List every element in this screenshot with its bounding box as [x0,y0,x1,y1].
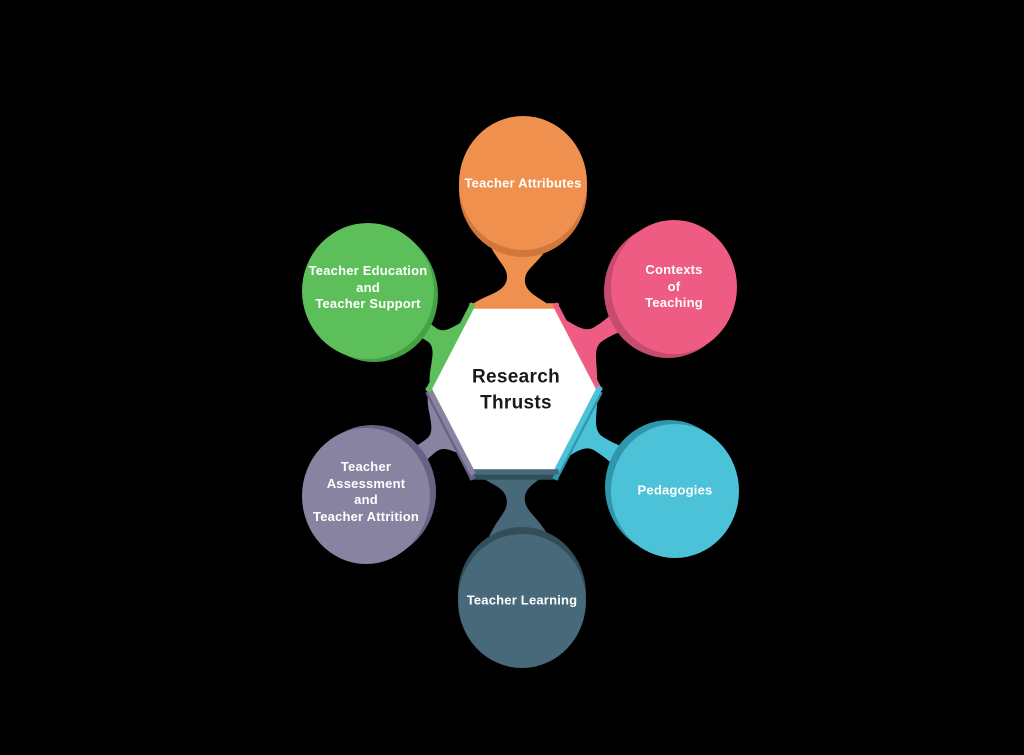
node-ellipse-contexts-of-teaching [611,220,737,354]
node-ellipse-teacher-assessment [302,428,430,564]
node-ellipse-teacher-attributes [459,116,587,250]
hexagon-edges [425,302,603,476]
hexagon-edge-upper-right [552,302,603,393]
node-ellipses [302,116,739,668]
node-ellipse-teacher-learning [458,534,586,668]
hexagon-edge-upper-left [425,302,476,393]
node-ellipse-pedagogies [611,424,739,558]
hexagon-edge-lower-right [552,385,603,476]
node-ellipse-teacher-education [302,223,434,359]
hexagon [429,306,599,472]
hexagon-edge-lower-left [425,385,476,476]
